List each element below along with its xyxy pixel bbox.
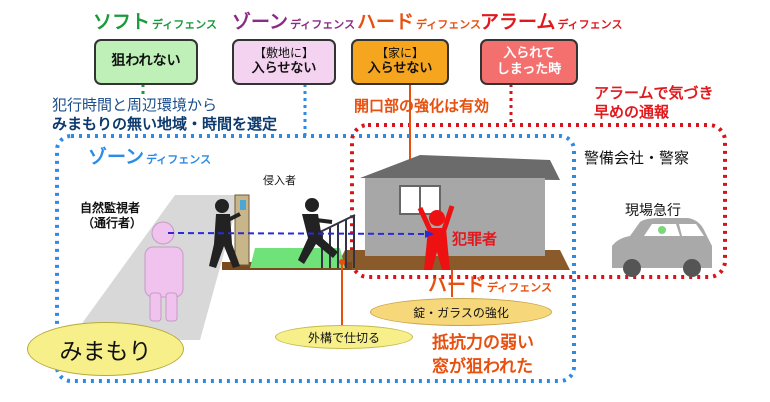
zone-suffix: ディフェンス [290, 18, 356, 31]
alarm-defense-heading: アラームディフェンス [480, 13, 622, 32]
dispatch-label: 現場急行 [625, 203, 681, 219]
criminal-figure [417, 205, 455, 270]
hard-note: 開口部の強化は有効 [354, 97, 490, 115]
lock-glass-text: 錠・ガラスの強化 [413, 305, 509, 320]
soft-note-line-2: みまもりの無い地域・時間を選定 [52, 115, 278, 133]
hard-defense-heading: ハードディフェンス [357, 13, 481, 32]
zone-box-line-1: 【敷地に】 [253, 46, 314, 61]
hard-suffix: ディフェンス [416, 18, 482, 31]
soft-title: ソフト [93, 11, 151, 33]
intruder-figure-2 [298, 198, 338, 264]
zone-area-label: ゾーンディフェンス [88, 148, 211, 167]
lock-glass-oval: 錠・ガラスの強化 [370, 298, 552, 326]
hard-defense-box: 【家に】 入らせない [351, 39, 449, 85]
soft-box-text: 狙われない [111, 53, 181, 70]
zone-title: ゾーン [232, 11, 289, 33]
alarm-box-line-2: しまった時 [496, 62, 562, 77]
weak-window-line-1: 抵抗力の弱い [432, 333, 534, 353]
mimamori-oval: みまもり [27, 322, 184, 376]
intruder-figure-1 [209, 199, 241, 268]
watcher-label-line-2: （通行者） [82, 216, 143, 230]
gate-post [234, 194, 250, 266]
intruder-label: 侵入者 [263, 174, 296, 187]
zone-box-line-2: 入らせない [251, 61, 317, 77]
zone-area-suffix: ディフェンス [146, 153, 212, 166]
alarm-box-line-1: 入られて [503, 45, 555, 61]
alarm-defense-box: 入られて しまった時 [480, 39, 578, 85]
zone-defense-box: 【敷地に】 入らせない [232, 39, 336, 85]
hard-bottom-title: ハード [428, 274, 486, 296]
sight-line [167, 232, 426, 235]
weak-window-line-2: 窓が狙われた [432, 357, 534, 377]
house-wall [365, 178, 545, 256]
zone-defense-heading: ゾーンディフェンス [232, 13, 355, 32]
zone-defense-area [55, 134, 576, 383]
hard-bottom-heading: ハードディフェンス [428, 276, 552, 295]
alarm-suffix: ディフェンス [557, 18, 623, 31]
criminal-label: 犯罪者 [452, 230, 498, 248]
soft-note-line-1: 犯行時間と周辺環境から [52, 96, 218, 114]
hard-box-line-1: 【家に】 [375, 46, 424, 61]
zone-area-title: ゾーン [88, 146, 145, 168]
hard-box-line-2: 入らせない [367, 61, 433, 77]
alarm-note-line-1: アラームで気づき [594, 84, 714, 102]
security-label: 警備会社・警察 [584, 149, 690, 167]
house-roof [360, 155, 560, 180]
hard-bottom-suffix: ディフェンス [487, 281, 553, 294]
alarm-note-line-2: 早めの通報 [594, 103, 670, 121]
watcher-figure [144, 221, 184, 322]
intercom [240, 200, 246, 210]
fence-text: 外構で仕切る [307, 330, 380, 345]
soft-defense-heading: ソフトディフェンス [93, 13, 217, 32]
mimamori-text: みまもり [59, 339, 152, 365]
fence-oval: 外構で仕切る [275, 325, 413, 349]
hard-title: ハード [357, 11, 415, 33]
soft-defense-box: 狙われない [94, 39, 198, 85]
police-car [612, 218, 712, 277]
alarm-defense-area [350, 123, 727, 279]
watcher-label-line-1: 自然監視者 [80, 201, 141, 215]
alarm-title: アラーム [480, 11, 556, 33]
soft-suffix: ディフェンス [152, 18, 218, 31]
